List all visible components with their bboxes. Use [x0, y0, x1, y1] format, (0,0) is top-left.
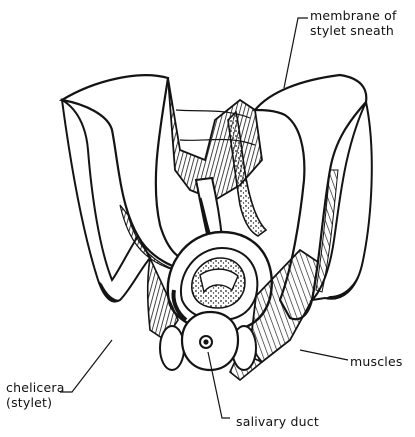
label-membrane-line1: membrane of	[310, 8, 397, 23]
upper-muscle-block	[168, 78, 262, 200]
leader-chelicera	[60, 340, 112, 392]
label-salivary-duct: salivary duct	[236, 414, 319, 429]
label-chelicera-stylet: chelicera (stylet)	[6, 380, 65, 410]
label-chelicera-line2: (stylet)	[6, 395, 65, 410]
leader-muscles	[300, 350, 348, 360]
label-membrane-line2: stylet sneath	[310, 23, 397, 38]
leader-membrane	[284, 18, 308, 88]
label-muscles: muscles	[350, 354, 403, 369]
label-chelicera-line1: chelicera	[6, 380, 65, 395]
label-membrane-of-stylet-sheath: membrane of stylet sneath	[310, 8, 397, 38]
